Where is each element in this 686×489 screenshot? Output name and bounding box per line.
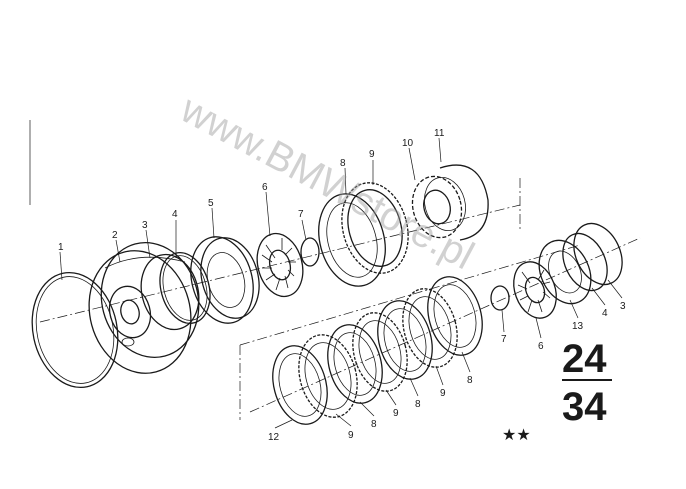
callout-7-right: 7 xyxy=(501,334,507,345)
part-6-spring-plate-right xyxy=(513,261,557,319)
part-8-plate-lower-3 xyxy=(427,276,483,356)
callout-12: 12 xyxy=(268,432,280,443)
part-5-piston xyxy=(190,236,260,324)
callout-5: 5 xyxy=(208,198,214,209)
callout-6-right: 6 xyxy=(538,341,544,352)
part-3-seal xyxy=(140,253,200,331)
part-7-snap-ring-right xyxy=(490,285,510,311)
callout-10: 10 xyxy=(402,138,414,149)
part-2-drum xyxy=(88,241,200,374)
callout-1: 1 xyxy=(58,242,64,253)
callout-9-lower-1: 9 xyxy=(440,388,446,399)
leader-lines xyxy=(59,137,623,429)
callout-9: 9 xyxy=(369,149,375,160)
callout-8: 8 xyxy=(340,158,346,169)
part-11-circlip xyxy=(439,164,489,241)
part-9-plate-upper xyxy=(341,182,409,274)
part-8-plate-upper xyxy=(318,193,386,287)
lower-axis-line xyxy=(249,237,641,413)
part-8-plate-lower-2 xyxy=(377,300,433,380)
part-10-hub xyxy=(411,175,466,239)
part-4-ring-right xyxy=(562,232,608,292)
part-6-spring-plate xyxy=(256,232,304,298)
callout-8-lower-2: 8 xyxy=(415,399,421,410)
callout-9-lower-2: 9 xyxy=(393,408,399,419)
stars-marker: ★★ xyxy=(502,427,531,444)
callout-9-lower-3: 9 xyxy=(348,430,354,441)
part-3-seal-right xyxy=(573,222,623,286)
callout-3: 3 xyxy=(142,220,148,231)
callout-6: 6 xyxy=(262,182,268,193)
upper-axis-line xyxy=(39,204,521,323)
callout-3-right: 3 xyxy=(620,301,626,312)
part-9-plate-lower-3 xyxy=(402,288,458,368)
part-8-plate-lower-1 xyxy=(327,324,383,404)
section-number-bottom: 34 xyxy=(562,385,607,429)
callout-7: 7 xyxy=(298,209,304,220)
callout-4: 4 xyxy=(172,209,178,220)
callout-8-lower-1: 8 xyxy=(467,375,473,386)
part-1-snap-ring xyxy=(31,271,119,389)
part-9-plate-lower-1 xyxy=(298,334,358,418)
callout-2: 2 xyxy=(112,230,118,241)
watermark: www.BMWstore.pl xyxy=(173,87,481,279)
callout-8-lower-3: 8 xyxy=(371,419,377,430)
callout-13: 13 xyxy=(572,321,584,332)
part-7-snap-ring xyxy=(300,237,320,267)
section-number-top: 24 xyxy=(562,337,607,381)
lower-frame-top xyxy=(239,244,581,346)
part-12-drum-lower xyxy=(272,345,328,425)
callout-4-right: 4 xyxy=(602,308,608,319)
part-9-plate-lower-2 xyxy=(352,312,408,392)
callout-11: 11 xyxy=(434,128,445,139)
